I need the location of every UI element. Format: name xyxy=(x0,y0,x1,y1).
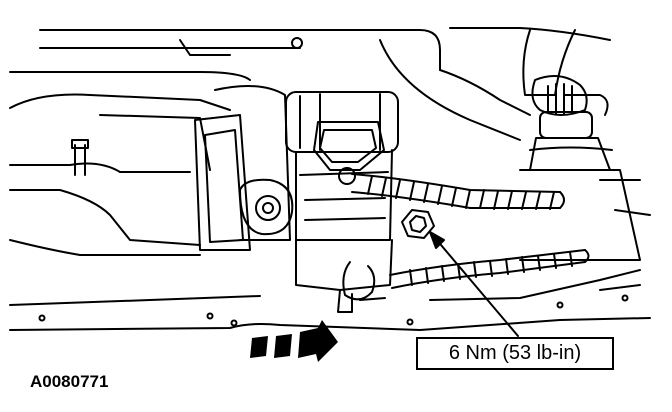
figure-id-label: A0080771 xyxy=(30,372,109,391)
upper-body-panel xyxy=(9,27,611,141)
torque-callout: 6 Nm (53 lb-in) xyxy=(416,337,614,370)
lower-floor-outline xyxy=(9,269,651,331)
callout-leader-line xyxy=(429,231,519,337)
hex-nut-fastener xyxy=(401,209,435,239)
front-direction-arrow xyxy=(250,320,338,362)
wiring-harness-lower xyxy=(337,249,590,313)
vacuum-solenoid xyxy=(285,91,399,291)
mounting-bracket xyxy=(194,114,294,251)
left-frame-structure xyxy=(9,85,291,256)
wiring-harness-upper xyxy=(351,173,565,210)
coolant-hose xyxy=(519,29,651,261)
